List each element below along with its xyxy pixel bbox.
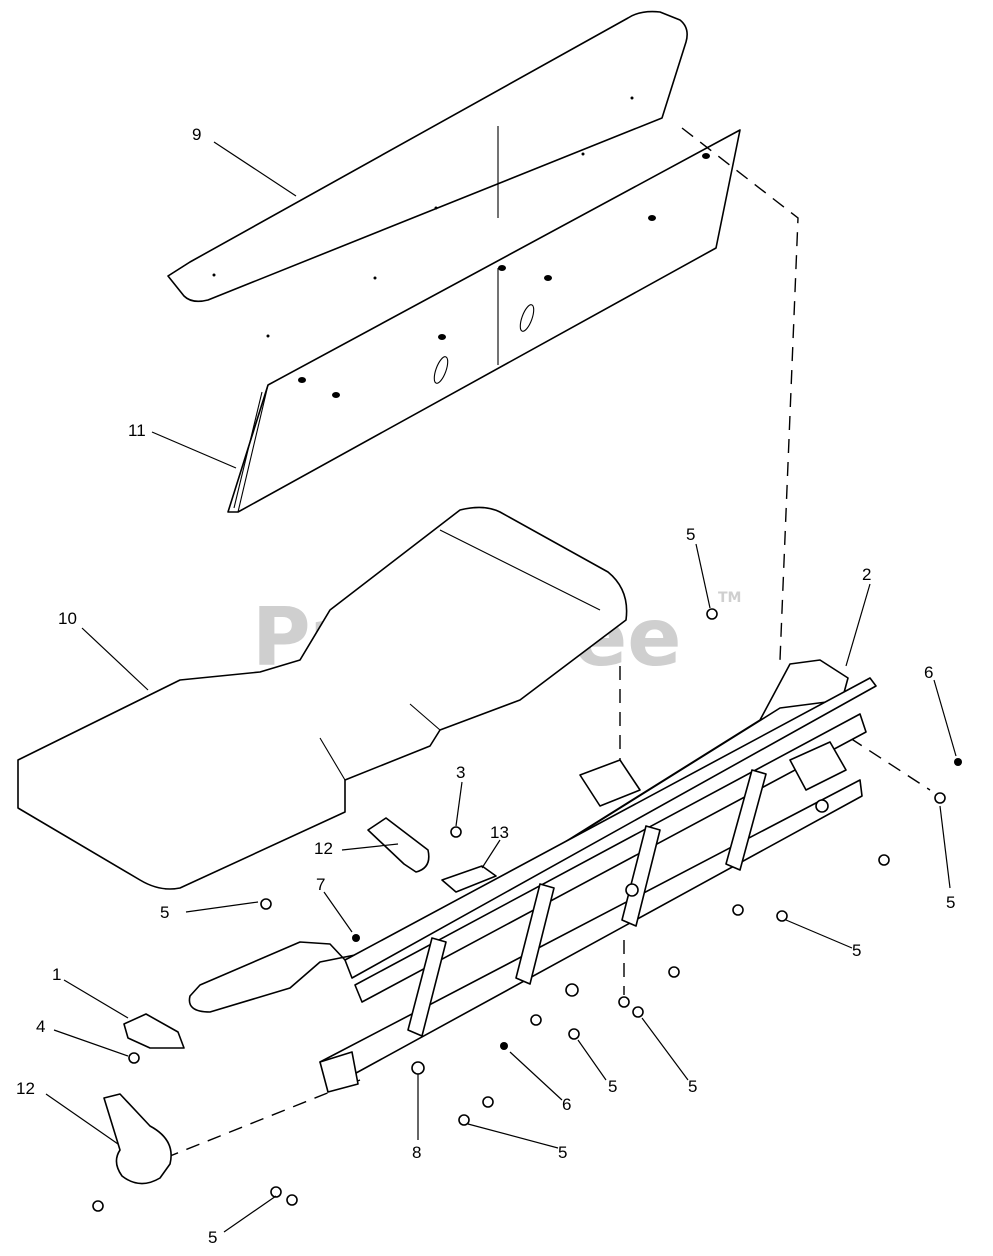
callout-2: 2 — [862, 565, 871, 584]
assembly-line-right — [849, 737, 931, 791]
callout-5-right: 5 — [946, 893, 955, 912]
callout-numbers: 9 11 10 5 2 6 3 13 12 7 5 5 5 1 4 12 8 6… — [16, 125, 955, 1247]
bracket-plate[interactable] — [441, 865, 497, 893]
seat-bottom-cushion[interactable] — [17, 506, 628, 890]
seat-strap-upper[interactable] — [367, 817, 430, 873]
callout-5-bottom-b: 5 — [688, 1077, 697, 1096]
callout-5-bottom-left: 5 — [208, 1228, 217, 1247]
callout-1: 1 — [52, 965, 61, 984]
seat-back-cushion[interactable] — [167, 10, 688, 338]
callout-6-bottom: 6 — [562, 1095, 571, 1114]
callout-7: 7 — [316, 875, 325, 894]
callout-13: 13 — [490, 823, 509, 842]
callout-11: 11 — [128, 421, 146, 440]
callout-8: 8 — [412, 1143, 421, 1162]
callout-5-midright: 5 — [852, 941, 861, 960]
callout-10: 10 — [58, 609, 77, 628]
callout-4: 4 — [36, 1017, 45, 1036]
seat-strap-lower[interactable] — [103, 1093, 172, 1185]
callout-3: 3 — [456, 763, 465, 782]
seat-frame[interactable] — [188, 659, 877, 1093]
callout-5-left: 5 — [160, 903, 169, 922]
callout-12-lower: 12 — [16, 1079, 35, 1098]
seat-clip[interactable] — [123, 1013, 185, 1049]
leader-lines — [45, 141, 957, 1233]
assembly-line-lower — [164, 1079, 361, 1159]
callout-5-bottom-a: 5 — [608, 1077, 617, 1096]
callout-6-right: 6 — [924, 663, 933, 682]
callout-9: 9 — [192, 125, 201, 144]
callout-5-top: 5 — [686, 525, 695, 544]
callout-5-bottom-c: 5 — [558, 1143, 567, 1162]
assembly-line-upper — [681, 127, 799, 661]
seat-back-panel[interactable] — [227, 129, 741, 513]
watermark-trademark: TM — [718, 590, 741, 606]
callout-12-upper: 12 — [314, 839, 333, 858]
